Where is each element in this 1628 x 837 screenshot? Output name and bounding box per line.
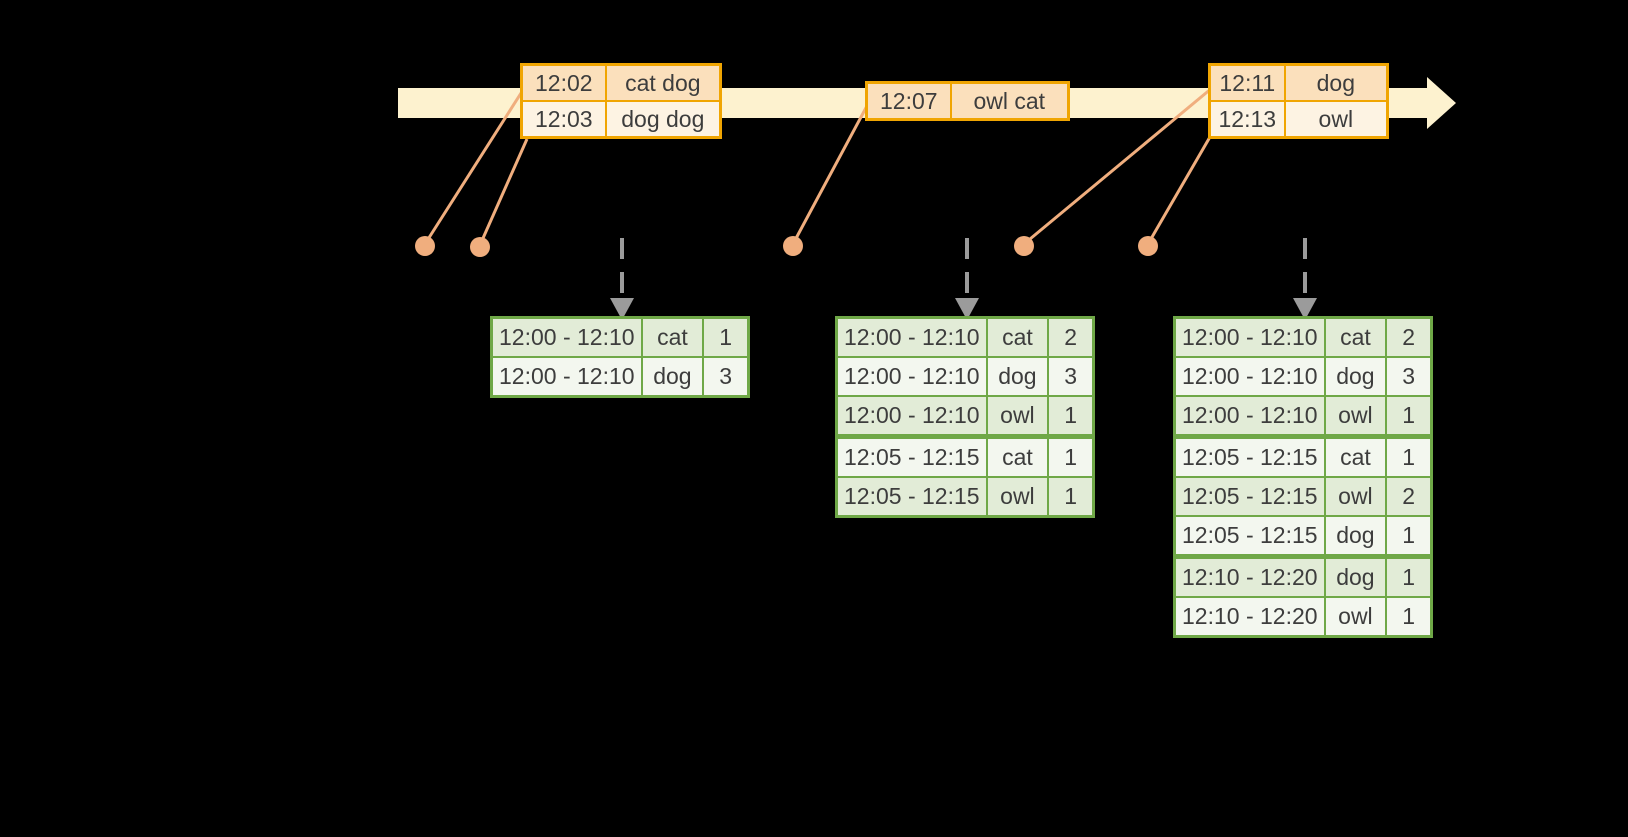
word-cell: dog: [985, 356, 1050, 397]
count-cell: 3: [702, 356, 750, 398]
word-cell: owl: [985, 395, 1050, 438]
word-cell: cat: [1323, 434, 1388, 478]
count-cell: 1: [1047, 476, 1095, 518]
window-cell: 12:00 - 12:10: [1173, 356, 1326, 397]
words-cell: dog: [1283, 63, 1389, 102]
window-cell: 12:10 - 12:20: [1173, 554, 1326, 598]
window-cell: 12:00 - 12:10: [835, 316, 988, 358]
count-cell: 1: [1385, 515, 1433, 558]
window-cell: 12:05 - 12:15: [1173, 515, 1326, 558]
trigger-arrow-head-icon: [610, 298, 634, 320]
window-cell: 12:00 - 12:10: [1173, 316, 1326, 358]
window-cell: 12:00 - 12:10: [1173, 395, 1326, 438]
word-cell: cat: [985, 316, 1050, 358]
count-cell: 1: [702, 316, 750, 358]
count-cell: 2: [1385, 476, 1433, 517]
time-cell: 12:13: [1208, 100, 1286, 139]
window-cell: 12:00 - 12:10: [835, 356, 988, 397]
event-marker-dot: [1138, 236, 1158, 256]
event-marker-dot: [470, 237, 490, 257]
count-cell: 1: [1385, 596, 1433, 638]
word-cell: cat: [1323, 316, 1388, 358]
event-connector-line: [1023, 86, 1213, 246]
word-cell: dog: [1323, 356, 1388, 397]
word-cell: dog: [1323, 515, 1388, 558]
word-cell: dog: [640, 356, 705, 398]
event-marker-dot: [783, 236, 803, 256]
count-cell: 3: [1047, 356, 1095, 397]
words-cell: owl cat: [949, 81, 1070, 121]
trigger-arrow-head-icon: [955, 298, 979, 320]
words-cell: dog dog: [604, 100, 722, 139]
event-markers: [415, 236, 1158, 257]
count-cell: 1: [1047, 395, 1095, 438]
count-cell: 2: [1047, 316, 1095, 358]
window-cell: 12:05 - 12:15: [1173, 434, 1326, 478]
window-cell: 12:00 - 12:10: [490, 316, 643, 358]
count-cell: 1: [1047, 434, 1095, 478]
event-connector-line: [423, 89, 525, 245]
word-cell: owl: [1323, 476, 1388, 517]
event-marker-dot: [1014, 236, 1034, 256]
time-cell: 12:03: [520, 100, 607, 139]
window-cell: 12:00 - 12:10: [490, 356, 643, 398]
count-cell: 1: [1385, 395, 1433, 438]
time-cell: 12:11: [1208, 63, 1286, 102]
time-cell: 12:02: [520, 63, 607, 102]
word-cell: cat: [985, 434, 1050, 478]
words-cell: owl: [1283, 100, 1389, 139]
word-cell: owl: [985, 476, 1050, 518]
window-cell: 12:05 - 12:15: [835, 434, 988, 478]
window-cell: 12:05 - 12:15: [835, 476, 988, 518]
event-connector-line: [791, 103, 870, 245]
trigger-arrow-head-icon: [1293, 298, 1317, 320]
word-cell: cat: [640, 316, 705, 358]
window-cell: 12:00 - 12:10: [835, 395, 988, 438]
count-cell: 2: [1385, 316, 1433, 358]
timeline-arrowhead-icon: [1427, 77, 1456, 129]
trigger-arrows: [610, 238, 1317, 320]
count-cell: 3: [1385, 356, 1433, 397]
words-cell: cat dog: [604, 63, 722, 102]
event-marker-dot: [415, 236, 435, 256]
count-cell: 1: [1385, 554, 1433, 598]
event-connectors: [423, 86, 1216, 246]
window-cell: 12:10 - 12:20: [1173, 596, 1326, 638]
event-connector-line: [1146, 129, 1216, 245]
word-cell: dog: [1323, 554, 1388, 598]
event-connector-line: [478, 138, 529, 246]
window-cell: 12:05 - 12:15: [1173, 476, 1326, 517]
time-cell: 12:07: [865, 81, 952, 121]
word-cell: owl: [1323, 596, 1388, 638]
word-cell: owl: [1323, 395, 1388, 438]
count-cell: 1: [1385, 434, 1433, 478]
